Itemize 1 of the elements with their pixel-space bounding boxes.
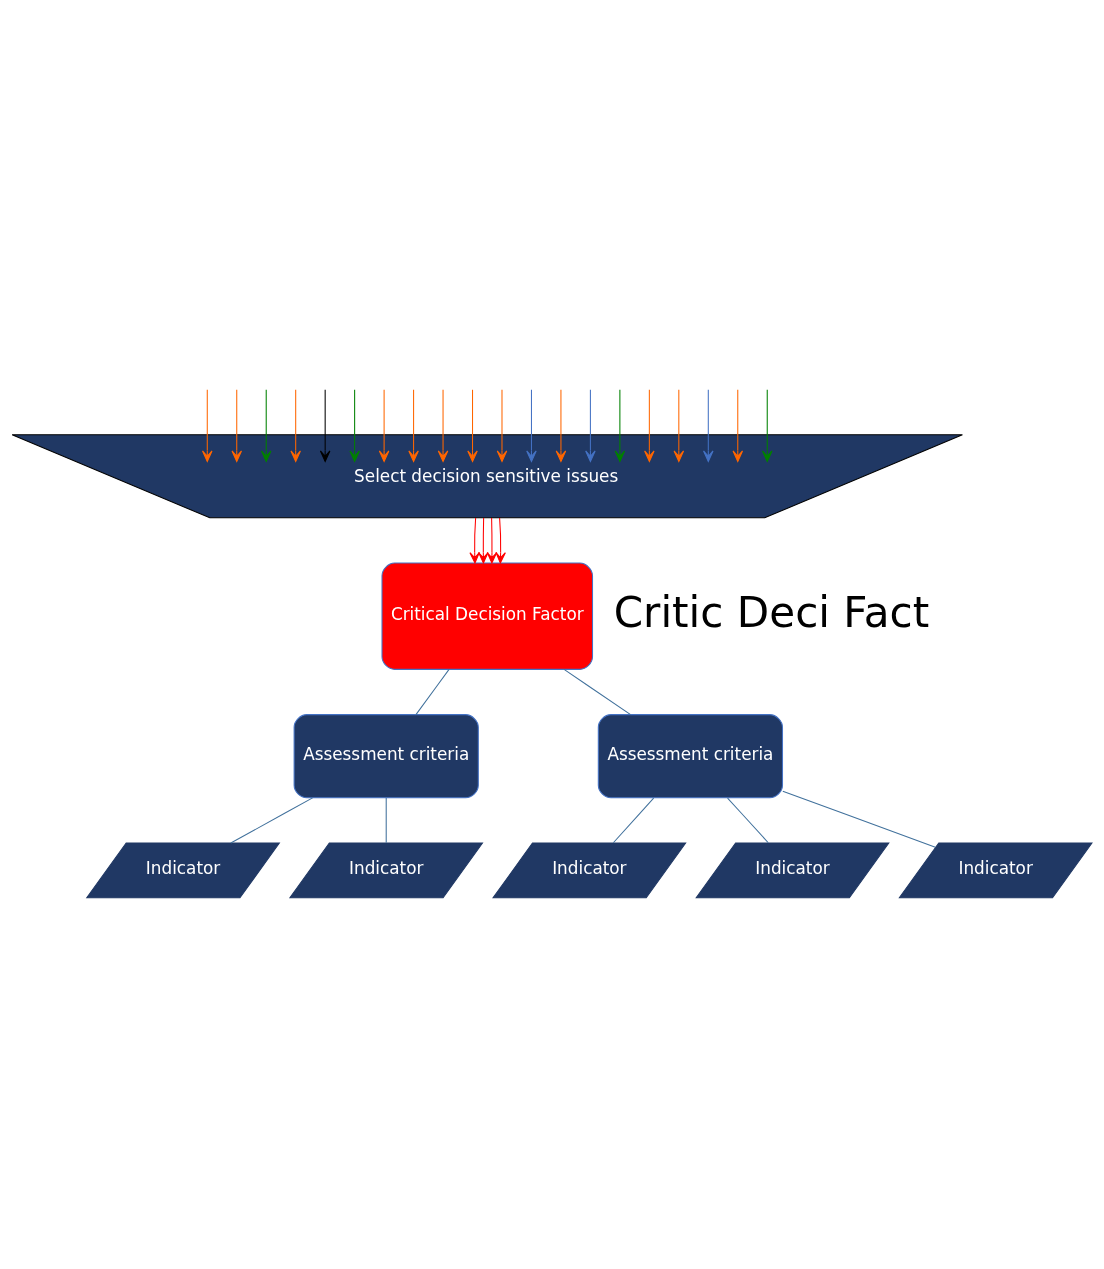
label: Critic Deci Fact xyxy=(613,587,930,637)
